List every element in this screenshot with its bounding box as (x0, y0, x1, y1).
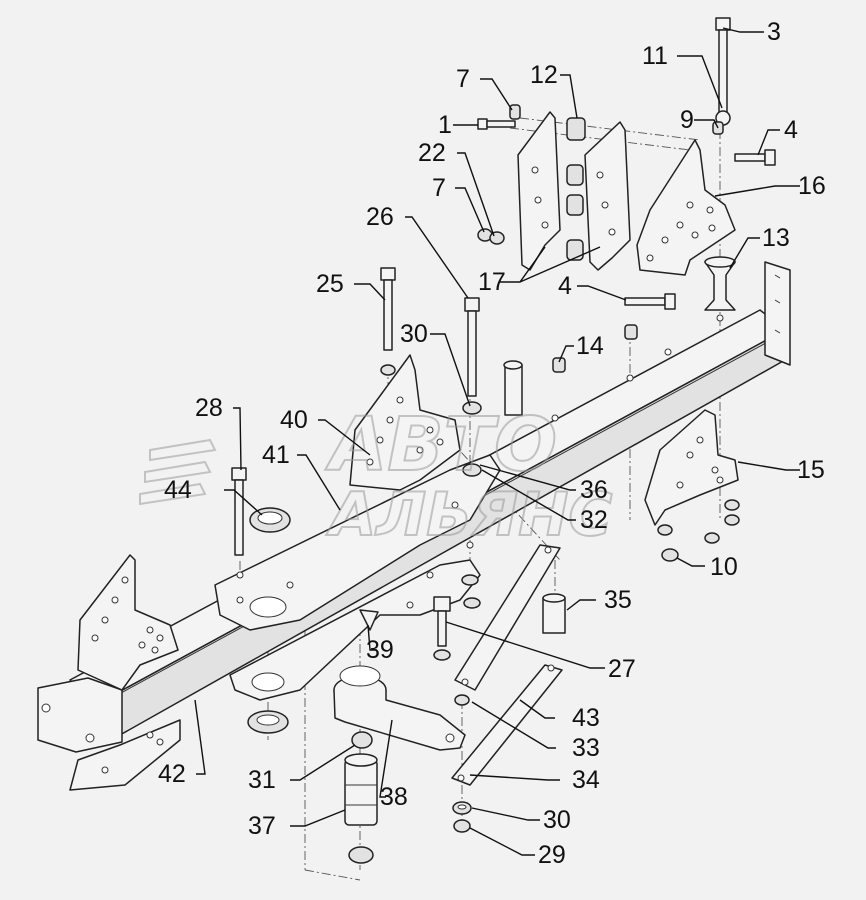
nuts-rear (657, 499, 740, 562)
callout-30-lower: 30 (543, 806, 571, 834)
callout-9: 9 (680, 106, 694, 134)
bolt-4-upper (712, 121, 776, 166)
callout-12: 12 (530, 61, 558, 89)
callout-13: 13 (762, 224, 790, 252)
callout-15: 15 (797, 456, 825, 484)
nuts-small (461, 574, 481, 609)
callout-14: 14 (576, 332, 604, 360)
bracket-40 (349, 354, 461, 491)
bolt-28 (231, 467, 247, 556)
nut-44 (249, 507, 291, 533)
callout-labels: 3 11 9 4 16 13 12 7 1 22 7 17 4 26 25 30… (158, 18, 826, 869)
callout-36: 36 (580, 476, 608, 504)
bolt-3 (715, 17, 731, 126)
bearing-31 (351, 731, 373, 749)
callout-34: 34 (572, 766, 600, 794)
rear-bracket-15 (644, 409, 739, 526)
callout-43: 43 (572, 704, 600, 732)
callout-27: 27 (608, 655, 636, 683)
callout-17: 17 (478, 268, 506, 296)
callout-33: 33 (572, 734, 600, 762)
watermark-line2: АЛЬЯНС (326, 480, 612, 550)
callout-4-upper: 4 (784, 116, 798, 144)
nuts-7-22 (477, 228, 505, 245)
watermark: АВТО АЛЬЯНС (139, 401, 613, 551)
callout-7-lower: 7 (432, 174, 446, 202)
callout-28: 28 (195, 394, 223, 422)
callout-7-upper: 7 (456, 65, 470, 93)
callout-38: 38 (380, 783, 408, 811)
front-side-bracket (77, 554, 179, 691)
callout-39: 39 (366, 636, 394, 664)
callout-26: 26 (366, 203, 394, 231)
bolt-4-lower (624, 293, 676, 310)
leader-lines (194, 27, 800, 856)
sleeve-14 (552, 324, 638, 373)
cross-member (214, 454, 501, 631)
callout-4-lower: 4 (558, 272, 572, 300)
bracket-16 (636, 139, 736, 276)
bracket-plates-17 (517, 111, 631, 271)
bolt-26 (462, 297, 482, 477)
kingpin-37 (344, 753, 378, 864)
callout-30-upper: 30 (400, 320, 428, 348)
bolt-27 (433, 596, 451, 661)
callout-44: 44 (164, 476, 192, 504)
callout-11: 11 (642, 42, 668, 70)
callout-29: 29 (538, 841, 566, 869)
pin-sleeve-36 (503, 360, 523, 416)
callout-22: 22 (418, 139, 446, 167)
callout-25: 25 (316, 270, 344, 298)
callout-40: 40 (280, 406, 308, 434)
callout-32: 32 (580, 506, 608, 534)
callout-16: 16 (798, 172, 826, 200)
lower-arm-39 (229, 559, 481, 701)
bolt-25 (380, 267, 396, 376)
callout-3: 3 (767, 18, 781, 46)
callout-41: 41 (262, 441, 290, 469)
nut-lower-left (247, 710, 289, 734)
link-bar-43 (451, 664, 563, 786)
callout-37: 37 (248, 812, 276, 840)
callout-35: 35 (604, 586, 632, 614)
callout-42: 42 (158, 760, 186, 788)
callout-31: 31 (248, 766, 276, 794)
bolt-1 (477, 104, 521, 130)
pivot-arm-38 (333, 665, 470, 751)
link-bar-upper (454, 544, 561, 691)
washers-30-29 (452, 801, 472, 833)
bushing-13 (704, 256, 736, 311)
callout-10: 10 (710, 553, 738, 581)
callout-1: 1 (438, 111, 452, 139)
watermark-line1: АВТО (325, 402, 557, 488)
spacer-35 (542, 593, 566, 634)
